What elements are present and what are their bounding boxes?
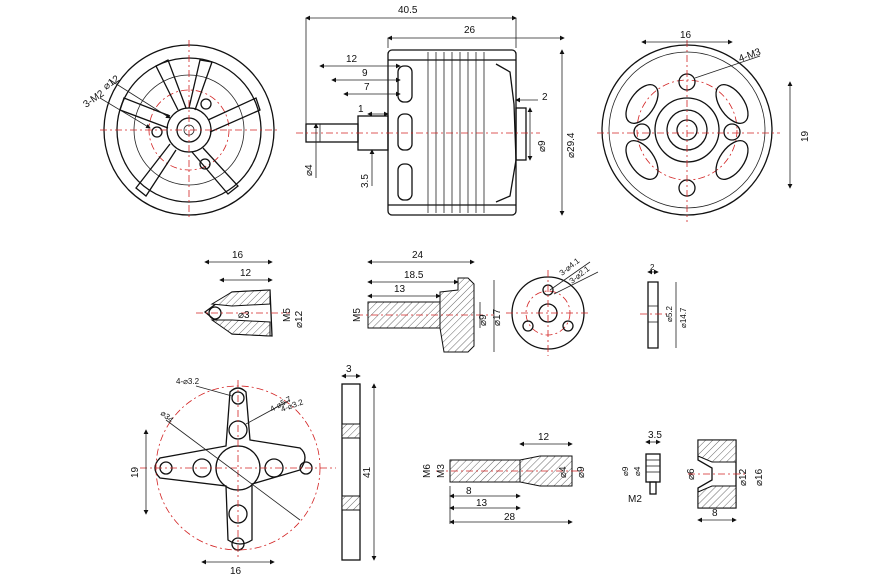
collar-dia6-label: ⌀6 xyxy=(686,468,697,480)
prop-nut-thread-label: M5 xyxy=(282,308,293,322)
shaft-9-label: 9 xyxy=(362,68,368,79)
bearing-dia-label: ⌀9 xyxy=(537,140,548,152)
xmount-circle-label: ⌀34 xyxy=(159,409,176,425)
collar-len-label: 8 xyxy=(712,508,718,519)
rear-height-label: 19 xyxy=(800,130,811,142)
body-length-label: 26 xyxy=(464,25,476,36)
shaft-thread-m3-label: M3 xyxy=(436,464,447,478)
washer: 2 ⌀5.2 ⌀14.7 xyxy=(640,263,688,349)
collar: ⌀6 ⌀12 ⌀16 8 xyxy=(686,439,765,523)
flange-2-label: 2 xyxy=(542,92,548,103)
front-bolt-circle-label: ⌀12 xyxy=(101,73,122,92)
mount-height-label: 41 xyxy=(362,466,373,478)
adapter-dia1-label: ⌀9 xyxy=(478,314,489,326)
adapter-thread-label: M5 xyxy=(352,308,363,322)
rear-holes-label: 4-M3 xyxy=(737,47,763,65)
mount-thickness-label: 3 xyxy=(346,364,352,375)
motor-front-view: ⌀12 3-M2 xyxy=(81,40,280,220)
shaft-35-label: 3.5 xyxy=(360,174,371,188)
motor-side-view: 40.5 26 12 9 7 1 ⌀4 3.5 2 ⌀9 ⌀29.4 xyxy=(296,5,577,216)
body-dia-label: ⌀29.4 xyxy=(566,132,577,158)
xmount-height-label: 19 xyxy=(130,466,141,478)
adapter-length3-label: 13 xyxy=(394,284,406,295)
washer-thickness-label: 2 xyxy=(650,263,655,272)
adapter-length-label: 24 xyxy=(412,250,424,261)
grub-thread-label: M2 xyxy=(628,494,642,505)
shaft-len13-label: 13 xyxy=(476,498,488,509)
shaft-len8-label: 8 xyxy=(466,486,472,497)
shaft-1-label: 1 xyxy=(358,104,364,115)
shaft-dia-label: ⌀4 xyxy=(304,164,315,176)
collar-dia12-label: ⌀12 xyxy=(738,468,749,486)
grub-dia4-label: ⌀4 xyxy=(633,466,642,476)
shaft-dia9-label: ⌀9 xyxy=(576,466,587,478)
xmount-width-label: 16 xyxy=(230,566,242,577)
prop-nut-bore-label: ⌀3 xyxy=(238,310,250,321)
adapter-disc: 3-⌀4.1 3-⌀2.1 xyxy=(506,256,599,356)
shaft-part: 12 M6 M3 ⌀4 ⌀9 8 13 28 xyxy=(422,432,587,525)
shaft-thread-m6-label: M6 xyxy=(422,464,433,478)
washer-dia1-label: ⌀5.2 xyxy=(665,306,674,322)
overall-length-label: 40.5 xyxy=(398,5,418,16)
shaft-length12-label: 12 xyxy=(538,432,550,443)
shaft-12-label: 12 xyxy=(346,54,358,65)
prop-nut-length-label: 16 xyxy=(232,250,244,261)
grub-length-label: 3.5 xyxy=(648,430,662,441)
shaft-dia4-label: ⌀4 xyxy=(558,466,569,478)
grub-dia9-label: ⌀9 xyxy=(621,466,630,476)
xmount-holes1-label: 4-⌀3.2 xyxy=(176,377,200,386)
prop-nut-dia-label: ⌀12 xyxy=(294,310,305,328)
motor-rear-view: 16 4-M3 19 xyxy=(597,30,811,222)
collar-dia16-label: ⌀16 xyxy=(754,468,765,486)
front-holes-label: 3-M2 xyxy=(81,88,106,110)
washer-dia2-label: ⌀14.7 xyxy=(679,307,688,328)
rear-width-label: 16 xyxy=(680,30,692,41)
shaft-7-label: 7 xyxy=(364,82,370,93)
prop-adapter: 24 18.5 13 M5 ⌀9 ⌀17 xyxy=(352,250,503,353)
adapter-dia2-label: ⌀17 xyxy=(492,308,503,326)
prop-nut-length2-label: 12 xyxy=(240,268,252,279)
shaft-len28-label: 28 xyxy=(504,512,516,523)
prop-nut: 16 12 ⌀3 M5 ⌀12 xyxy=(196,250,305,337)
adapter-length2-label: 18.5 xyxy=(404,270,424,281)
mount-side-view: 3 41 xyxy=(341,364,377,561)
x-mount: 4-⌀3.2 4-⌀5.7 4-⌀3.2 ⌀34 19 16 xyxy=(130,377,336,577)
grub-screw: 3.5 ⌀9 ⌀4 M2 xyxy=(621,430,662,505)
